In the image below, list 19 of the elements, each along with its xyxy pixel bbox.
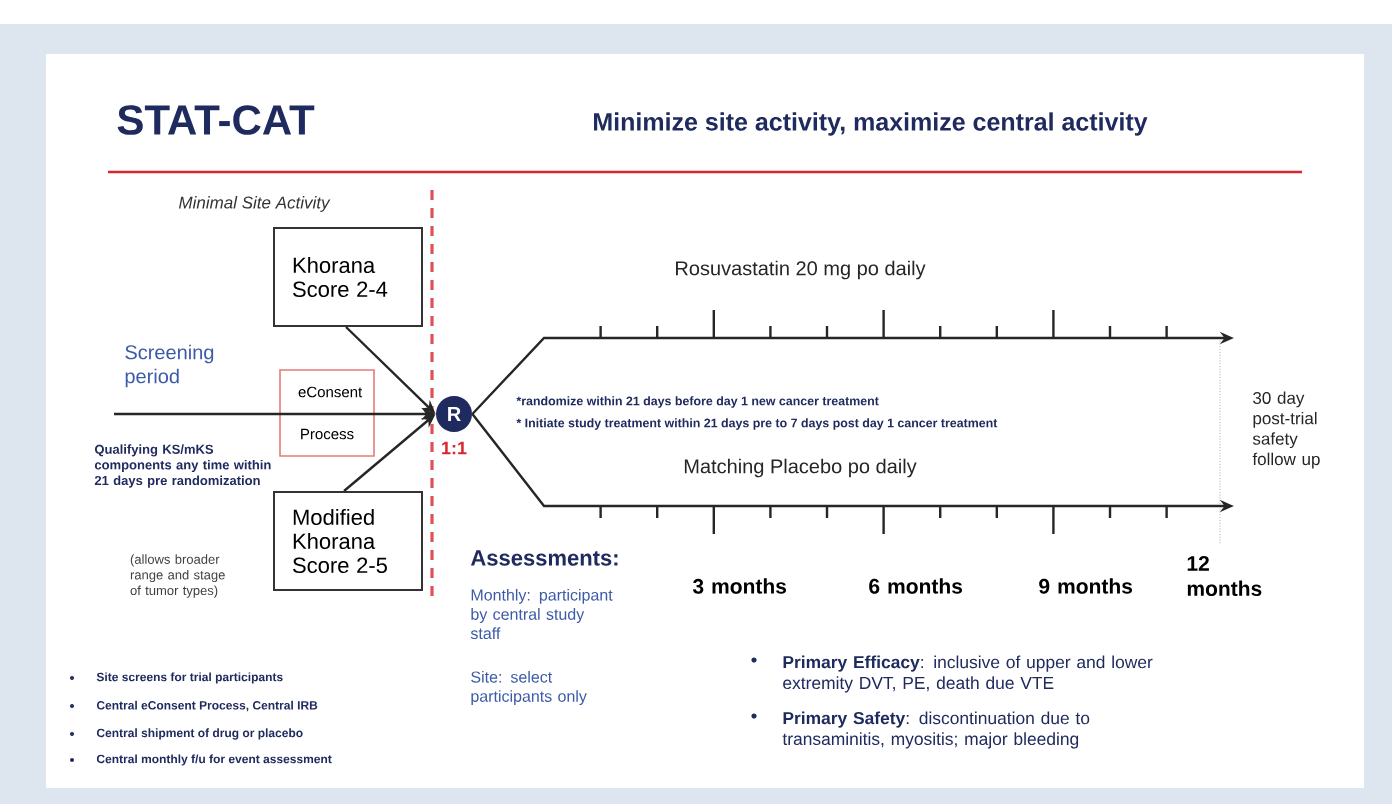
score-box: Modified Khorana Score 2-5	[273, 491, 423, 591]
assessment-text: Monthly: participant by central study staff	[470, 588, 613, 640]
section-heading: Minimal Site Activity	[178, 196, 331, 212]
ratio-label: 1:1	[442, 441, 467, 455]
score-box: Khorana Score 2-4	[273, 227, 423, 327]
bullet-text: Primary Efficacy: inclusive of upper and lower extremity DVT, PE, death due VTE	[783, 655, 1153, 693]
arm-label: Rosuvastatin 20 mg po daily	[676, 260, 926, 280]
month-label: 12 months	[1187, 556, 1262, 597]
subtitle: Minimize site activity, maximize central activity	[594, 112, 1148, 136]
arm-label: Matching Placebo po daily	[684, 458, 917, 478]
title: STAT-CAT	[117, 105, 315, 135]
bullet-text: Primary Safety: discontinuation due to transaminitis, myositis; major bleeding	[782, 711, 1090, 749]
section-heading: Assessments:	[470, 550, 618, 566]
month-label: 9 months	[1039, 578, 1133, 594]
assessment-text: Site: select participants only	[471, 670, 587, 706]
screening-label: Screening period	[125, 344, 214, 388]
month-label: 6 months	[869, 578, 963, 594]
month-label: 3 months	[692, 578, 787, 594]
follow-up-label: 30 day post-trial safety follow up	[1252, 391, 1320, 469]
